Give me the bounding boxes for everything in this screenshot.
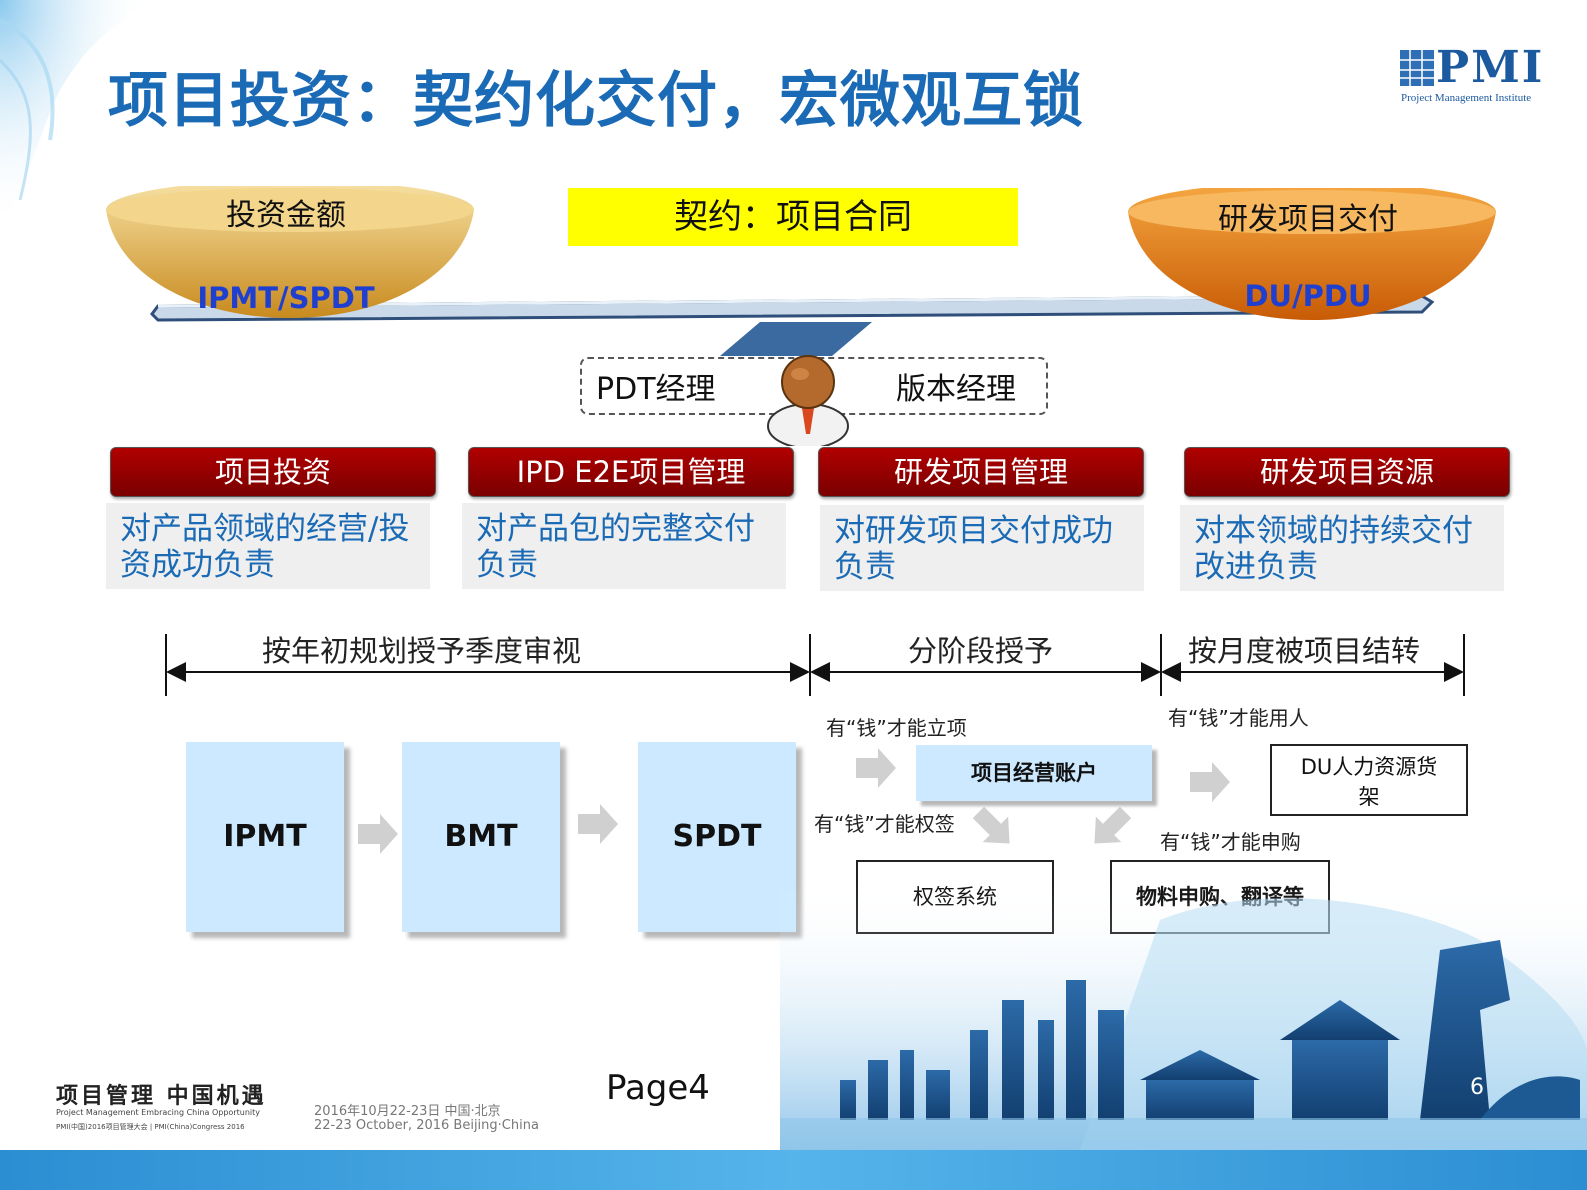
right-bowl	[1128, 188, 1496, 320]
timeline-phase2: 分阶段授予	[908, 634, 1054, 668]
manager-person-icon	[720, 322, 872, 446]
arrow-down-right-icon	[972, 806, 1010, 844]
timeline-phase1: 按年初规划授予季度审视	[262, 634, 582, 668]
bmt-box: BMT	[402, 742, 560, 932]
timeline-phase3: 按月度被项目结转	[1188, 634, 1421, 668]
arrow-right-icon	[1190, 762, 1230, 802]
footer-slogan: 项目管理 中国机遇	[56, 1083, 267, 1109]
bottom-bar	[0, 1150, 1587, 1190]
version-manager-label: 版本经理	[896, 372, 1016, 407]
note-hire: 有“钱”才能用人	[1168, 706, 1309, 730]
column-desc-e2e: 对产品包的完整交付负责	[462, 503, 786, 589]
left-bowl	[106, 186, 474, 318]
project-account-box: 项目经营账户	[916, 745, 1152, 801]
pmi-globe-icon	[1400, 50, 1434, 86]
arrow-down-left-icon	[1094, 806, 1132, 844]
timeline-arrows	[165, 634, 1465, 696]
column-desc-rd-resource: 对本领域的持续交付改进负责	[1180, 505, 1504, 591]
right-bowl-label: 研发项目交付	[1218, 202, 1398, 237]
footer-slogan-en2: PMI(中国)2016项目管理大会 | PMI(China)Congress 2…	[56, 1123, 245, 1131]
note-purchase: 有“钱”才能申购	[1160, 830, 1301, 854]
column-desc-rd-management: 对研发项目交付成功负责	[820, 505, 1144, 591]
arrow-right-icon	[856, 748, 896, 788]
contract-banner: 契约：项目合同	[568, 188, 1018, 246]
spdt-box: SPDT	[638, 742, 796, 932]
note-sign: 有“钱”才能权签	[814, 812, 955, 836]
ipmt-box: IPMT	[186, 742, 344, 932]
pdt-manager-label: PDT经理	[596, 372, 716, 407]
column-head-e2e: IPD E2E项目管理	[468, 447, 794, 497]
arrow-right-icon	[358, 814, 398, 854]
column-head-investment: 项目投资	[110, 447, 436, 497]
footer-date-en: 22-23 October, 2016 Beijing·China	[314, 1118, 539, 1133]
footer-date-cn: 2016年10月22-23日 中国·北京	[314, 1104, 501, 1119]
left-bowl-sub: IPMT/SPDT	[197, 281, 375, 315]
pmi-logo-subtitle: Project Management Institute	[1401, 92, 1532, 104]
page-title: 项目投资：契约化交付，宏微观互锁	[108, 66, 1084, 136]
note-project: 有“钱”才能立项	[826, 716, 967, 740]
page-label: Page4	[606, 1068, 710, 1108]
slide-number: 6	[1470, 1075, 1484, 1100]
arrow-right-icon	[578, 804, 618, 844]
column-desc-investment: 对产品领域的经营/投资成功负责	[106, 503, 430, 589]
decorative-splash	[0, 0, 150, 230]
pmi-logo-letters: PMI	[1436, 42, 1545, 93]
hr-shelf-box: DU人力资源货架	[1270, 744, 1468, 816]
left-bowl-label: 投资金额	[226, 198, 346, 233]
column-head-rd-management: 研发项目管理	[818, 447, 1144, 497]
beijing-skyline-image	[780, 880, 1587, 1150]
column-head-rd-resource: 研发项目资源	[1184, 447, 1510, 497]
footer-slogan-en: Project Management Embracing China Oppor…	[56, 1108, 260, 1117]
right-bowl-sub: DU/PDU	[1244, 279, 1372, 313]
